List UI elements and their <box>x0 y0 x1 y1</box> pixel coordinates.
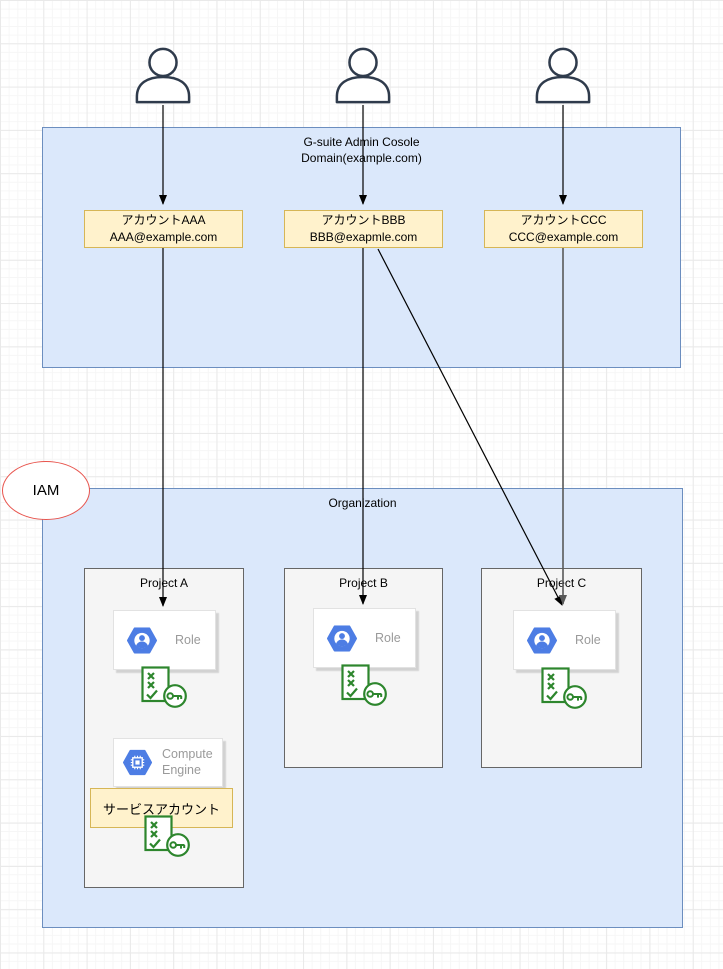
gcp-iam-role-icon <box>127 627 157 654</box>
account-aaa-email: AAA@example.com <box>109 230 218 244</box>
account-bbb-email: BBB@exapmle.com <box>309 230 418 244</box>
person-icon-a <box>135 47 191 104</box>
account-ccc-box: アカウントCCC CCC@example.com <box>484 210 643 248</box>
role-card-project-b: Role <box>313 608 416 668</box>
account-bbb-box: アカウントBBB BBB@exapmle.com <box>284 210 443 248</box>
compute-engine-label: Compute Engine <box>162 746 213 777</box>
role-card-project-c: Role <box>513 610 616 670</box>
project-a-label: Project A <box>139 576 189 590</box>
organization-label: Organization <box>328 496 397 510</box>
person-icon-b <box>335 47 391 104</box>
project-b-label: Project B <box>339 576 388 590</box>
gcp-iam-role-icon <box>327 625 357 652</box>
account-aaa-name: アカウントAAA <box>121 213 206 228</box>
account-bbb-name: アカウントBBB <box>321 213 406 228</box>
account-ccc-name: アカウントCCC <box>520 213 607 228</box>
service-account-box: サービスアカウント <box>90 788 233 828</box>
acl-key-icon-role-a <box>141 666 188 708</box>
account-ccc-email: CCC@example.com <box>508 230 619 244</box>
iam-label: IAM <box>32 482 60 499</box>
gsuite-container-title: G-suite Admin Cosole Domain(example.com) <box>43 135 680 166</box>
role-label-a: Role <box>175 633 201 647</box>
gsuite-title-line2: Domain(example.com) <box>301 150 422 165</box>
account-aaa-box: アカウントAAA AAA@example.com <box>84 210 243 248</box>
iam-ellipse: IAM <box>2 461 90 520</box>
person-icon-c <box>535 47 591 104</box>
acl-key-icon-service-account <box>144 815 191 857</box>
role-label-b: Role <box>375 631 401 645</box>
gcp-iam-role-icon <box>527 627 557 654</box>
compute-engine-card: Compute Engine <box>113 738 223 787</box>
role-label-c: Role <box>575 633 601 647</box>
acl-key-icon-role-c <box>541 667 588 709</box>
project-c-label: Project C <box>536 576 587 590</box>
role-card-project-a: Role <box>113 610 216 670</box>
service-account-label: サービスアカウント <box>102 801 220 817</box>
gsuite-title-line1: G-suite Admin Cosole <box>303 135 420 149</box>
gcp-compute-engine-icon <box>123 749 152 776</box>
acl-key-icon-role-b <box>341 664 388 706</box>
